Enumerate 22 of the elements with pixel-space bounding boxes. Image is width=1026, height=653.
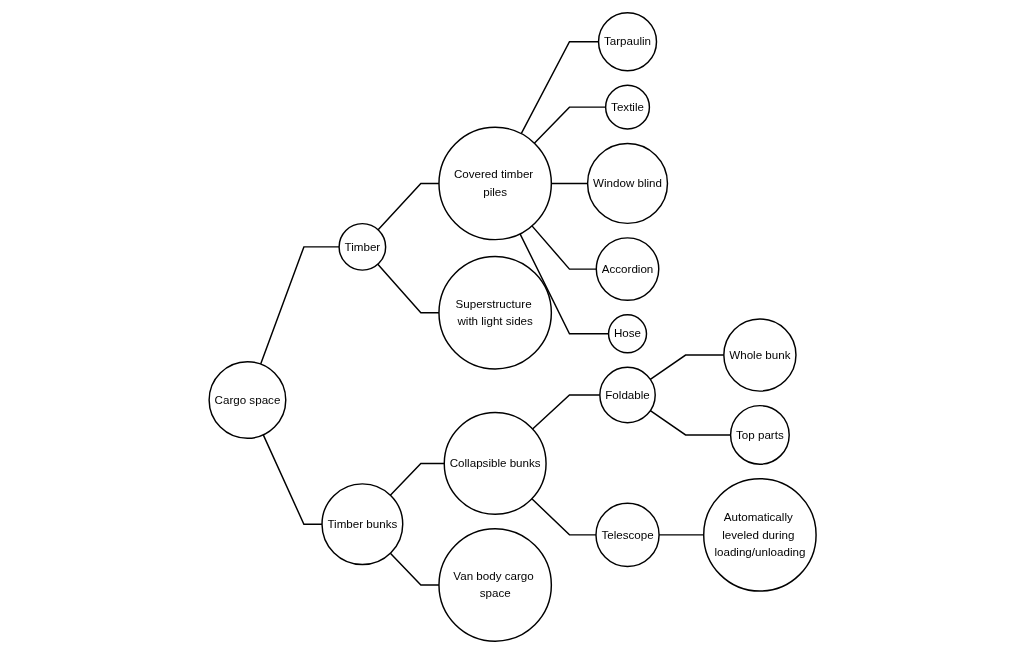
node-circle: Covered timber piles <box>438 126 553 240</box>
node-circle: Collapsible bunks <box>443 411 548 515</box>
node-circle: Superstructure with light sides <box>438 255 553 370</box>
connector <box>534 105 607 144</box>
node-circle: Cargo space <box>208 360 287 439</box>
node-circle: Timber bunks <box>321 482 404 565</box>
node-circle: Whole bunk <box>723 317 798 392</box>
node-circle: Telescope <box>595 502 661 567</box>
connector <box>532 393 601 430</box>
node-circle: Window blind <box>587 142 669 224</box>
connector <box>551 182 589 184</box>
connector <box>650 353 725 380</box>
node-circle: Textile <box>605 84 651 130</box>
node-circle: Foldable <box>599 366 657 423</box>
node-circle: Van body cargo space <box>438 527 553 642</box>
node-circle: Timber <box>338 222 387 271</box>
node-circle: Tarpaulin <box>598 11 658 71</box>
node-circle: Accordion <box>595 236 660 301</box>
node-circle: Hose <box>608 313 648 354</box>
node-circle: Automatically leveled during loading/unloading <box>703 477 818 592</box>
node-circle: Top parts <box>730 404 791 465</box>
connector <box>520 40 600 134</box>
